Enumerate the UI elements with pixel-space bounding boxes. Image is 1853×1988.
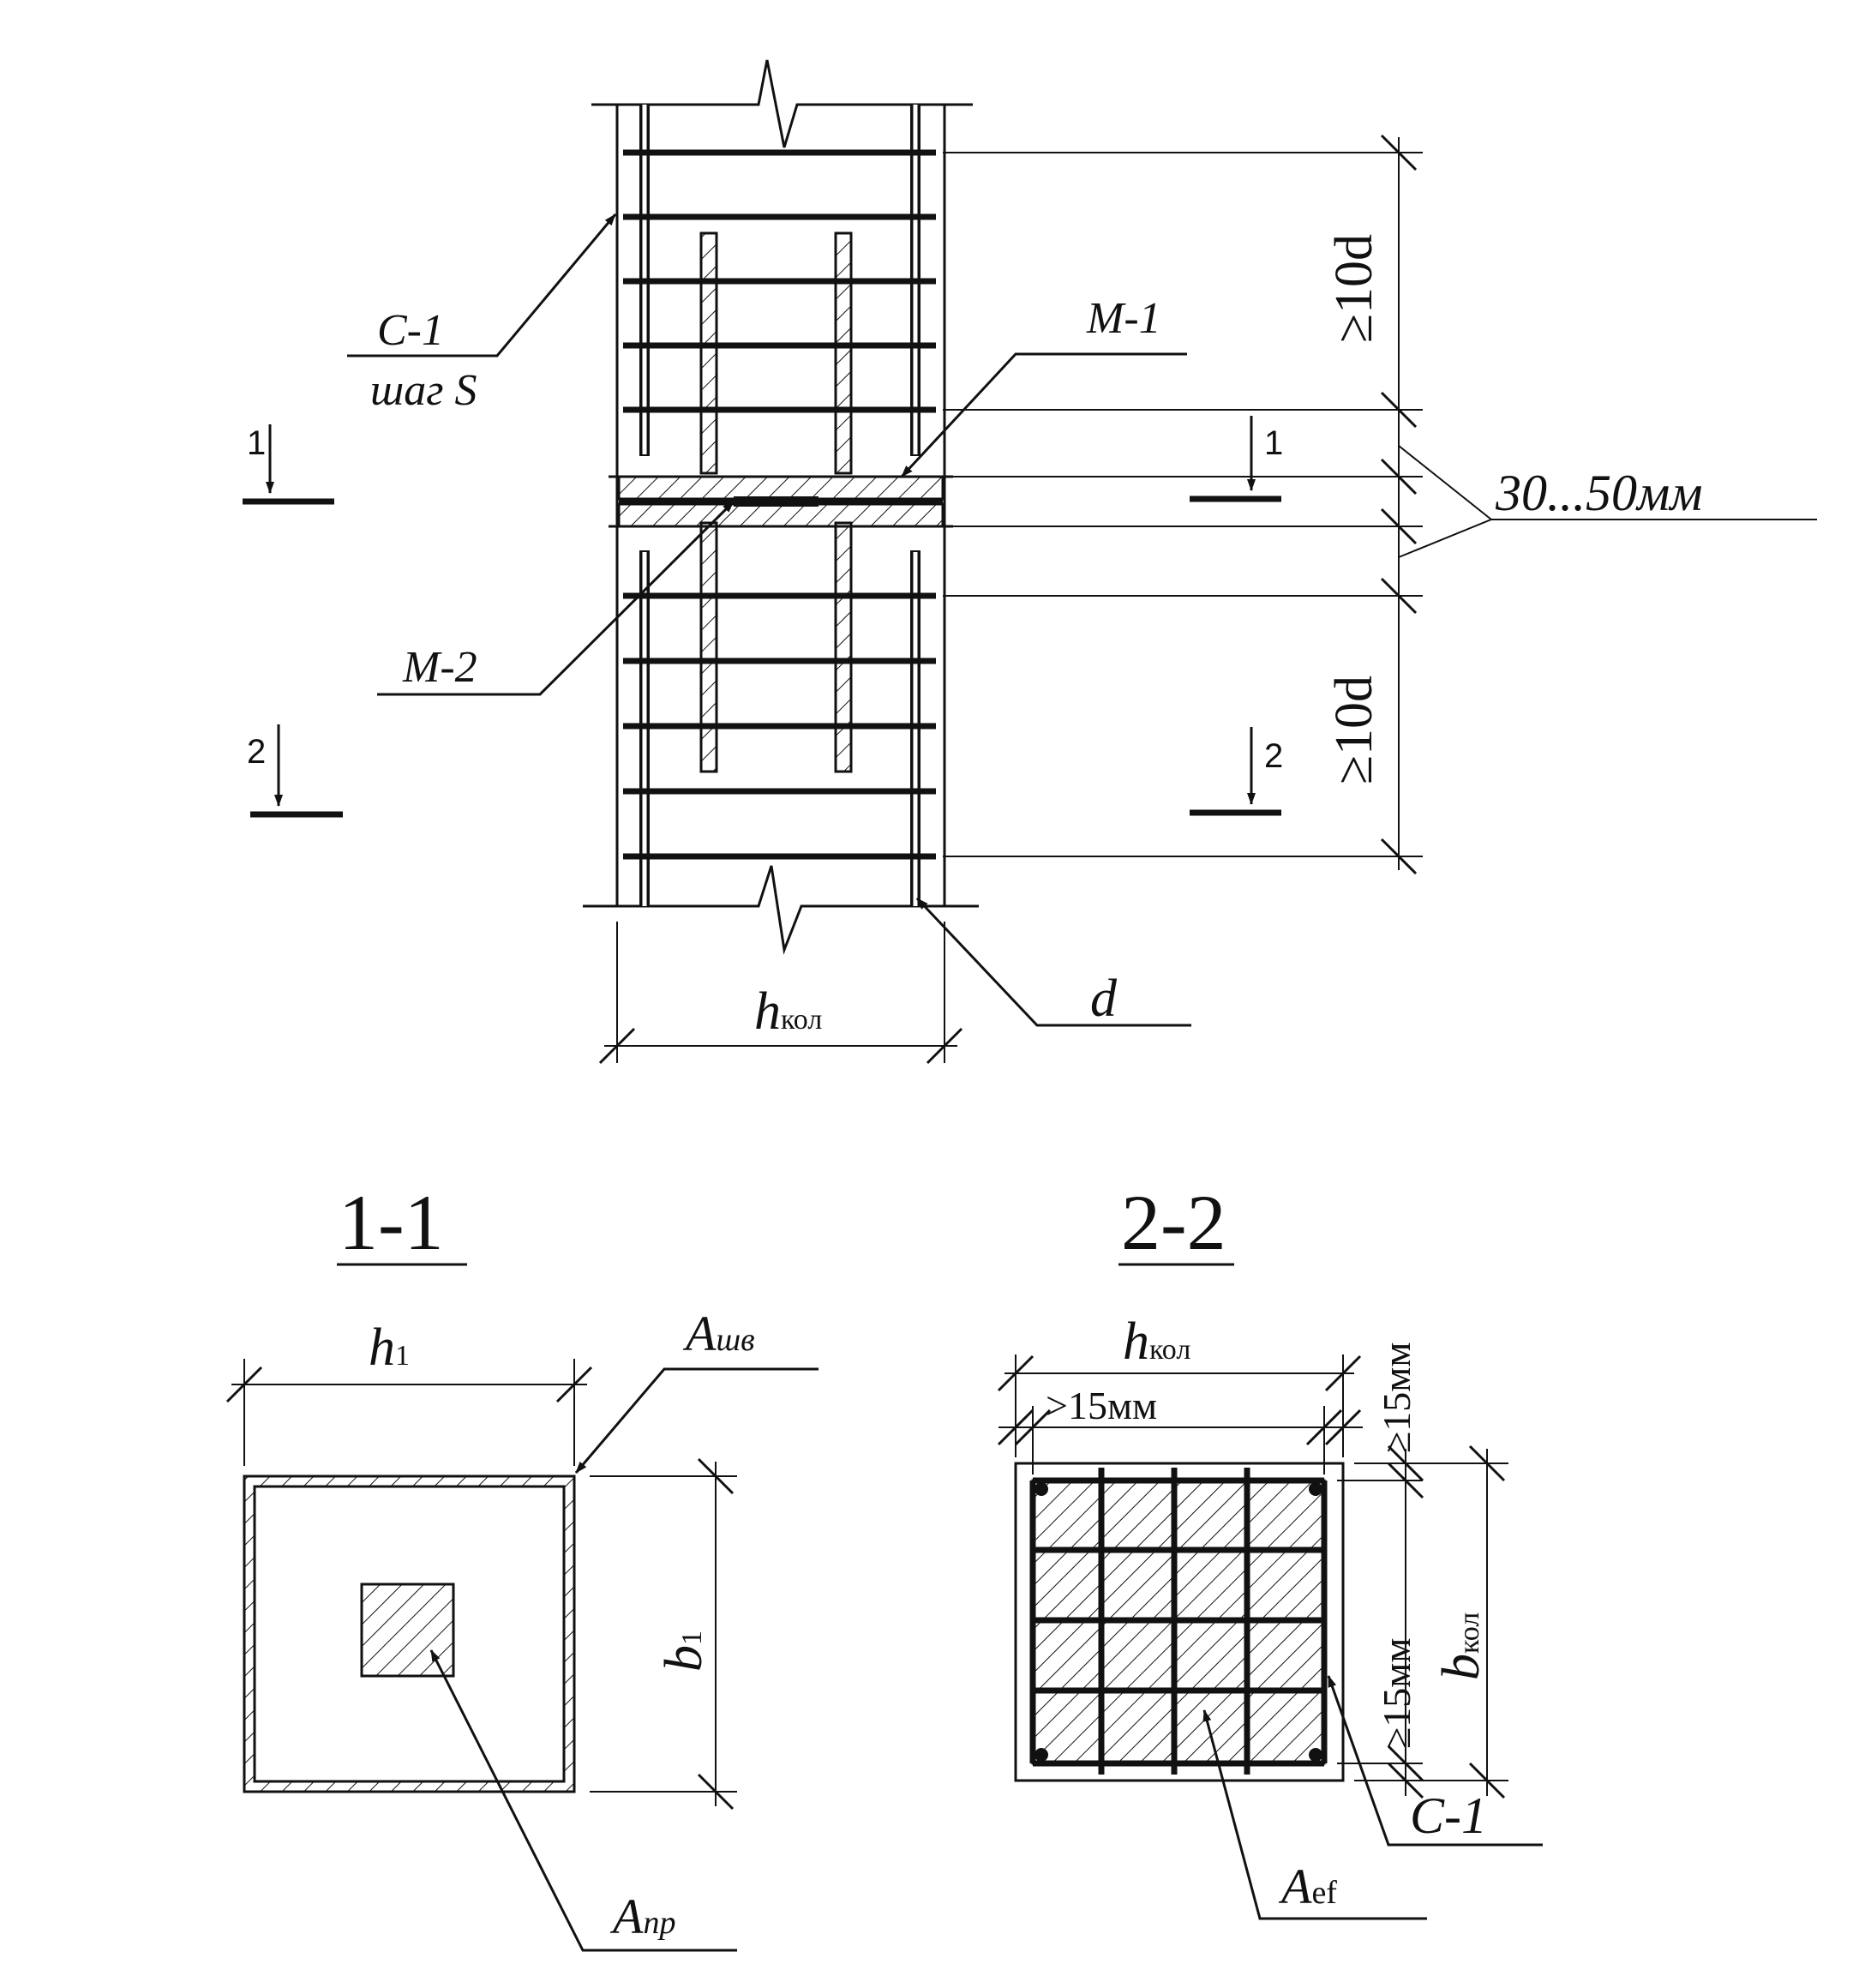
cover-right-top-label: ≥15мм xyxy=(1375,1342,1418,1453)
corner-bar-bottom-left xyxy=(1034,1748,1048,1762)
stirrup-leader xyxy=(347,213,617,357)
section-2-marker-left: 2 xyxy=(247,724,343,818)
bar-diameter-leader xyxy=(915,897,1191,1027)
section-1-1: 1-1 h1 b1 Aшв Aпр xyxy=(225,1179,819,1952)
section-stirrup-label: С-1 xyxy=(1410,1787,1487,1844)
lower-mesh-bar-right xyxy=(834,521,853,773)
section-2-2-height-label: bкол xyxy=(1432,1613,1490,1680)
weld-area-leader xyxy=(574,1367,819,1474)
corner-bar-top-left xyxy=(1034,1482,1048,1496)
weld-area-label: Aшв xyxy=(682,1306,755,1361)
column-width-label: hкол xyxy=(754,982,822,1041)
stirrup-step-label: шаг S xyxy=(370,366,477,415)
lower-mesh-bar-left xyxy=(699,521,718,773)
core-area-leader xyxy=(429,1649,737,1952)
mesh1-leader xyxy=(900,352,1187,478)
upper-anchorage-dimension: ≥10d xyxy=(1325,234,1383,343)
bottom-break-line xyxy=(583,865,979,955)
section-2-2-width-label: hкол xyxy=(1123,1312,1190,1371)
bar-diameter-label: d xyxy=(1090,970,1118,1028)
column-width-dimension xyxy=(598,922,963,1065)
svg-text:1: 1 xyxy=(1264,424,1283,462)
svg-text:2: 2 xyxy=(1264,737,1283,775)
section-1-marker-left: 1 xyxy=(243,424,334,505)
joint-plate-lower xyxy=(617,502,944,528)
eff-area-label: Aef xyxy=(1278,1859,1337,1914)
core-area xyxy=(360,1583,455,1678)
mesh-grid xyxy=(1029,1468,1328,1775)
section-2-marker-right: 2 xyxy=(1190,727,1283,816)
lower-stirrups xyxy=(623,592,936,860)
upper-mesh-bar-right xyxy=(834,231,853,475)
mesh2-label: М-2 xyxy=(402,643,477,692)
right-dimension-chain xyxy=(943,134,1423,875)
section-1-1-width-label: h1 xyxy=(369,1318,410,1377)
section-2-2-title: 2-2 xyxy=(1121,1179,1226,1266)
section-stirrup-leader xyxy=(1327,1675,1543,1847)
section-1-1-height-label: b1 xyxy=(655,1631,713,1672)
mesh1-label: М-1 xyxy=(1086,294,1161,343)
cover-right-bottom-label: ≥15мм xyxy=(1375,1638,1418,1749)
section-1-marker-right: 1 xyxy=(1190,416,1283,502)
gap-leader xyxy=(1398,445,1817,558)
lower-anchorage-dimension: ≥10d xyxy=(1325,676,1383,784)
upper-mesh-bar-left xyxy=(699,231,718,475)
elevation-view: С-1 шаг S М-1 М-2 1 2 1 2 xyxy=(243,59,1817,1065)
mesh2-leader xyxy=(377,500,735,696)
corner-bar-bottom-right xyxy=(1309,1748,1322,1762)
cover-top-label: >15мм xyxy=(1046,1384,1157,1427)
svg-text:1: 1 xyxy=(247,424,266,462)
stirrup-label: С-1 xyxy=(377,306,444,355)
section-1-1-title: 1-1 xyxy=(339,1179,444,1266)
svg-text:2: 2 xyxy=(247,733,266,771)
corner-bar-top-right xyxy=(1309,1482,1322,1496)
eff-area-leader xyxy=(1202,1709,1427,1920)
gap-dimension-label: 30...50мм xyxy=(1495,465,1703,521)
section-2-2: 2-2 xyxy=(997,1179,1543,1920)
upper-stirrups xyxy=(623,149,936,413)
top-break-line xyxy=(591,59,973,148)
core-area-label: Aпр xyxy=(609,1889,675,1944)
joint-plate-upper xyxy=(617,475,944,501)
